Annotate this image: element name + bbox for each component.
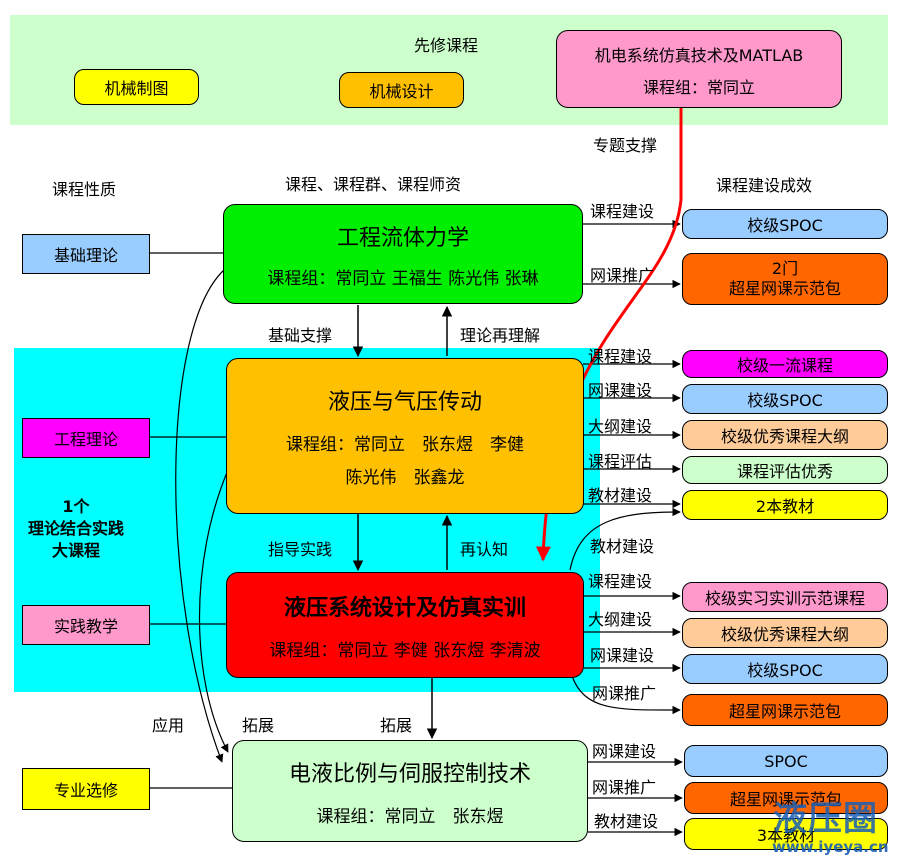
label-expand-1: 拓展 (242, 716, 275, 735)
hydraulic-team-1: 课程组：常同立 张东煜 李健 (286, 435, 524, 455)
result-servo-spoc-label: SPOC (764, 751, 808, 771)
fluid-title: 工程流体力学 (336, 225, 469, 251)
practice-teaching-box: 实践教学 (22, 605, 150, 645)
label-recognize: 再认知 (460, 540, 509, 559)
result-fluid-chaoxing-label: 超星网课示范包 (728, 279, 841, 298)
design-link-course-build: 课程建设 (588, 572, 653, 591)
servo-link-online-build: 网课建设 (592, 742, 657, 761)
design-title: 液压系统设计及仿真实训 (283, 595, 526, 621)
prereq-title: 先修课程 (414, 36, 479, 55)
special-support-label: 专题支撑 (593, 136, 658, 155)
label-apply: 应用 (152, 716, 185, 735)
result-hydraulic-outline: 校级优秀课程大纲 (682, 420, 888, 450)
result-design-outline: 校级优秀课程大纲 (682, 618, 888, 648)
elective-box: 专业选修 (22, 768, 150, 810)
design-link-online-build: 网课建设 (590, 646, 655, 665)
matlab-course: 机电系统仿真技术及MATLAB 课程组：常同立 (556, 30, 842, 108)
system-design-course: 液压系统设计及仿真实训 课程组：常同立 李健 张东煜 李清波 (226, 572, 584, 678)
fluid-mechanics-course: 工程流体力学 课程组：常同立 王福生 陈光伟 张琳 (223, 204, 583, 304)
design-link-textbook: 教材建设 (590, 537, 655, 556)
hydraulic-link-online-build: 网课建设 (588, 381, 653, 400)
prereq-design: 机械设计 (339, 72, 464, 108)
watermark-url: www.iyeya.cn (772, 838, 889, 856)
result-design-practice-label: 校级实习实训示范课程 (704, 589, 865, 608)
label-basic-support: 基础支撑 (268, 326, 333, 345)
watermark-url-text: www.iyeya.cn (772, 838, 889, 856)
hydraulic-pneumatic-course: 液压与气压传动 课程组：常同立 张东煜 李健 陈光伟 张鑫龙 (226, 358, 584, 514)
result-fluid-spoc: 校级SPOC (682, 209, 888, 239)
result-design-outline-label: 校级优秀课程大纲 (720, 625, 849, 644)
engineering-theory-label: 工程理论 (53, 430, 118, 449)
center-note-line-3: 大课程 (51, 541, 100, 560)
prereq-drawing: 机械制图 (74, 69, 199, 105)
header-results: 课程建设成效 (716, 176, 813, 195)
engineering-theory-box: 工程理论 (22, 418, 150, 458)
servo-link-textbook: 教材建设 (594, 812, 659, 831)
elective-label: 专业选修 (53, 781, 118, 800)
design-team: 课程组：常同立 李健 张东煜 李清波 (269, 640, 541, 661)
result-design-spoc: 校级SPOC (682, 654, 888, 684)
watermark-brand-text: 液压圈 (773, 799, 878, 839)
fluid-link-online-promo: 网课推广 (590, 266, 655, 285)
fluid-team: 课程组：常同立 王福生 陈光伟 张琳 (267, 268, 539, 289)
label-expand-2: 拓展 (380, 716, 413, 735)
watermark-brand: 液压圈 (773, 791, 878, 840)
header-nature: 课程性质 (52, 180, 117, 199)
label-guide-practice: 指导实践 (268, 540, 333, 559)
result-hydraulic-textbooks: 2本教材 (682, 490, 888, 520)
result-hydraulic-spoc: 校级SPOC (682, 384, 888, 414)
result-servo-chaoxing: 超星网课示范包 (684, 782, 888, 814)
result-hydraulic-evaluation-label: 课程评估优秀 (736, 462, 833, 481)
result-design-practice: 校级实习实训示范课程 (682, 582, 888, 612)
result-design-spoc-label: 校级SPOC (747, 661, 823, 680)
center-note: 1个 理论结合实践 大课程 (14, 496, 138, 562)
practice-teaching-label: 实践教学 (53, 617, 118, 636)
result-hydraulic-first-class-label: 校级一流课程 (736, 356, 833, 375)
result-fluid-spoc-label: 校级SPOC (747, 216, 823, 235)
result-servo-chaoxing-label: 超星网课示范包 (729, 790, 842, 809)
result-hydraulic-outline-label: 校级优秀课程大纲 (720, 427, 849, 446)
matlab-team: 课程组：常同立 (642, 78, 755, 97)
servo-control-course: 电液比例与伺服控制技术 课程组：常同立 张东煜 (232, 740, 588, 842)
hydraulic-link-evaluation: 课程评估 (588, 452, 653, 471)
servo-team: 课程组：常同立 张东煜 (316, 806, 504, 827)
servo-title: 电液比例与伺服控制技术 (288, 761, 531, 787)
design-link-online-promo: 网课推广 (592, 684, 657, 703)
result-servo-spoc: SPOC (684, 745, 888, 777)
center-note-line-1: 1个 (62, 497, 90, 516)
result-fluid-chaoxing: 2门 超星网课示范包 (682, 253, 888, 305)
hydraulic-link-textbook: 教材建设 (588, 486, 653, 505)
result-servo-textbooks-label: 3本教材 (756, 826, 816, 845)
prereq-drawing-label: 机械制图 (104, 79, 169, 98)
hydraulic-team-2: 陈光伟 张鑫龙 (345, 468, 465, 488)
result-fluid-count: 2门 (771, 259, 799, 278)
label-theory-reunderstand: 理论再理解 (460, 326, 541, 345)
result-hydraulic-spoc-label: 校级SPOC (747, 391, 823, 410)
fluid-link-course-build: 课程建设 (590, 202, 655, 221)
hydraulic-title: 液压与气压传动 (327, 390, 482, 415)
center-note-line-2: 理论结合实践 (27, 519, 124, 538)
result-design-chaoxing: 超星网课示范包 (682, 694, 888, 726)
header-group: 课程、课程群、课程师资 (285, 175, 462, 194)
basic-theory-box: 基础理论 (22, 234, 150, 274)
result-hydraulic-textbooks-label: 2本教材 (755, 497, 815, 516)
servo-link-online-promo: 网课推广 (592, 778, 657, 797)
basic-theory-label: 基础理论 (53, 246, 118, 265)
hydraulic-link-outline: 大纲建设 (588, 417, 653, 436)
result-servo-textbooks: 3本教材 (684, 818, 888, 850)
result-design-chaoxing-label: 超星网课示范包 (728, 702, 841, 721)
hydraulic-link-course-build: 课程建设 (588, 347, 653, 366)
result-hydraulic-first-class: 校级一流课程 (682, 350, 888, 378)
matlab-title: 机电系统仿真技术及MATLAB (594, 46, 804, 65)
result-hydraulic-evaluation: 课程评估优秀 (682, 456, 888, 484)
prereq-design-label: 机械设计 (369, 82, 434, 101)
design-link-outline: 大纲建设 (588, 610, 653, 629)
